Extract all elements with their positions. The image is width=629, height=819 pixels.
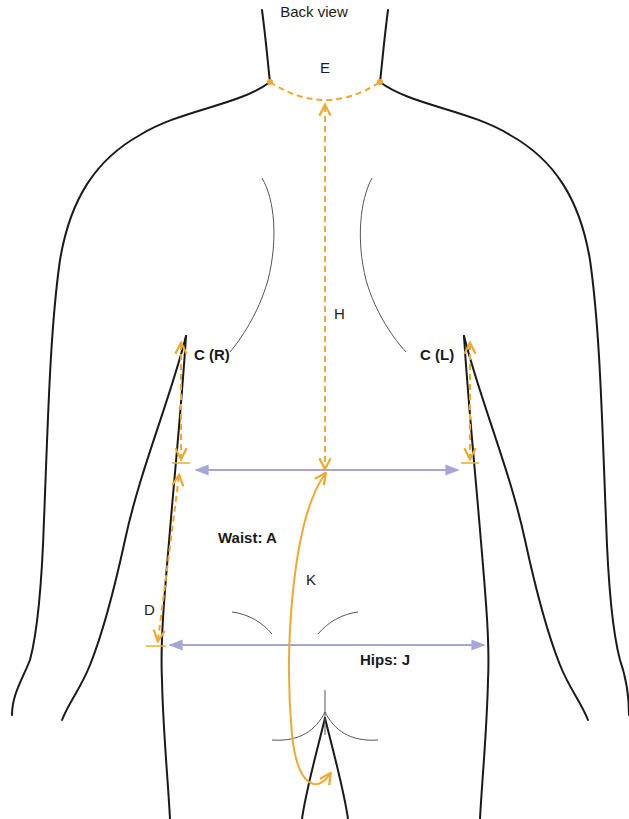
rise-label: K bbox=[306, 572, 316, 589]
hip-depth-label: D bbox=[144, 602, 155, 619]
waist-label: Waist: A bbox=[218, 530, 277, 547]
neck-label: E bbox=[320, 60, 330, 77]
side-label: C (R) bbox=[194, 347, 230, 364]
back-length-label: H bbox=[334, 306, 345, 323]
side-label: C (L) bbox=[420, 347, 454, 364]
measurement-lines bbox=[146, 79, 484, 784]
view-title: Back view bbox=[280, 4, 348, 21]
hips-label: Hips: J bbox=[360, 652, 410, 669]
body-outline bbox=[12, 10, 629, 819]
